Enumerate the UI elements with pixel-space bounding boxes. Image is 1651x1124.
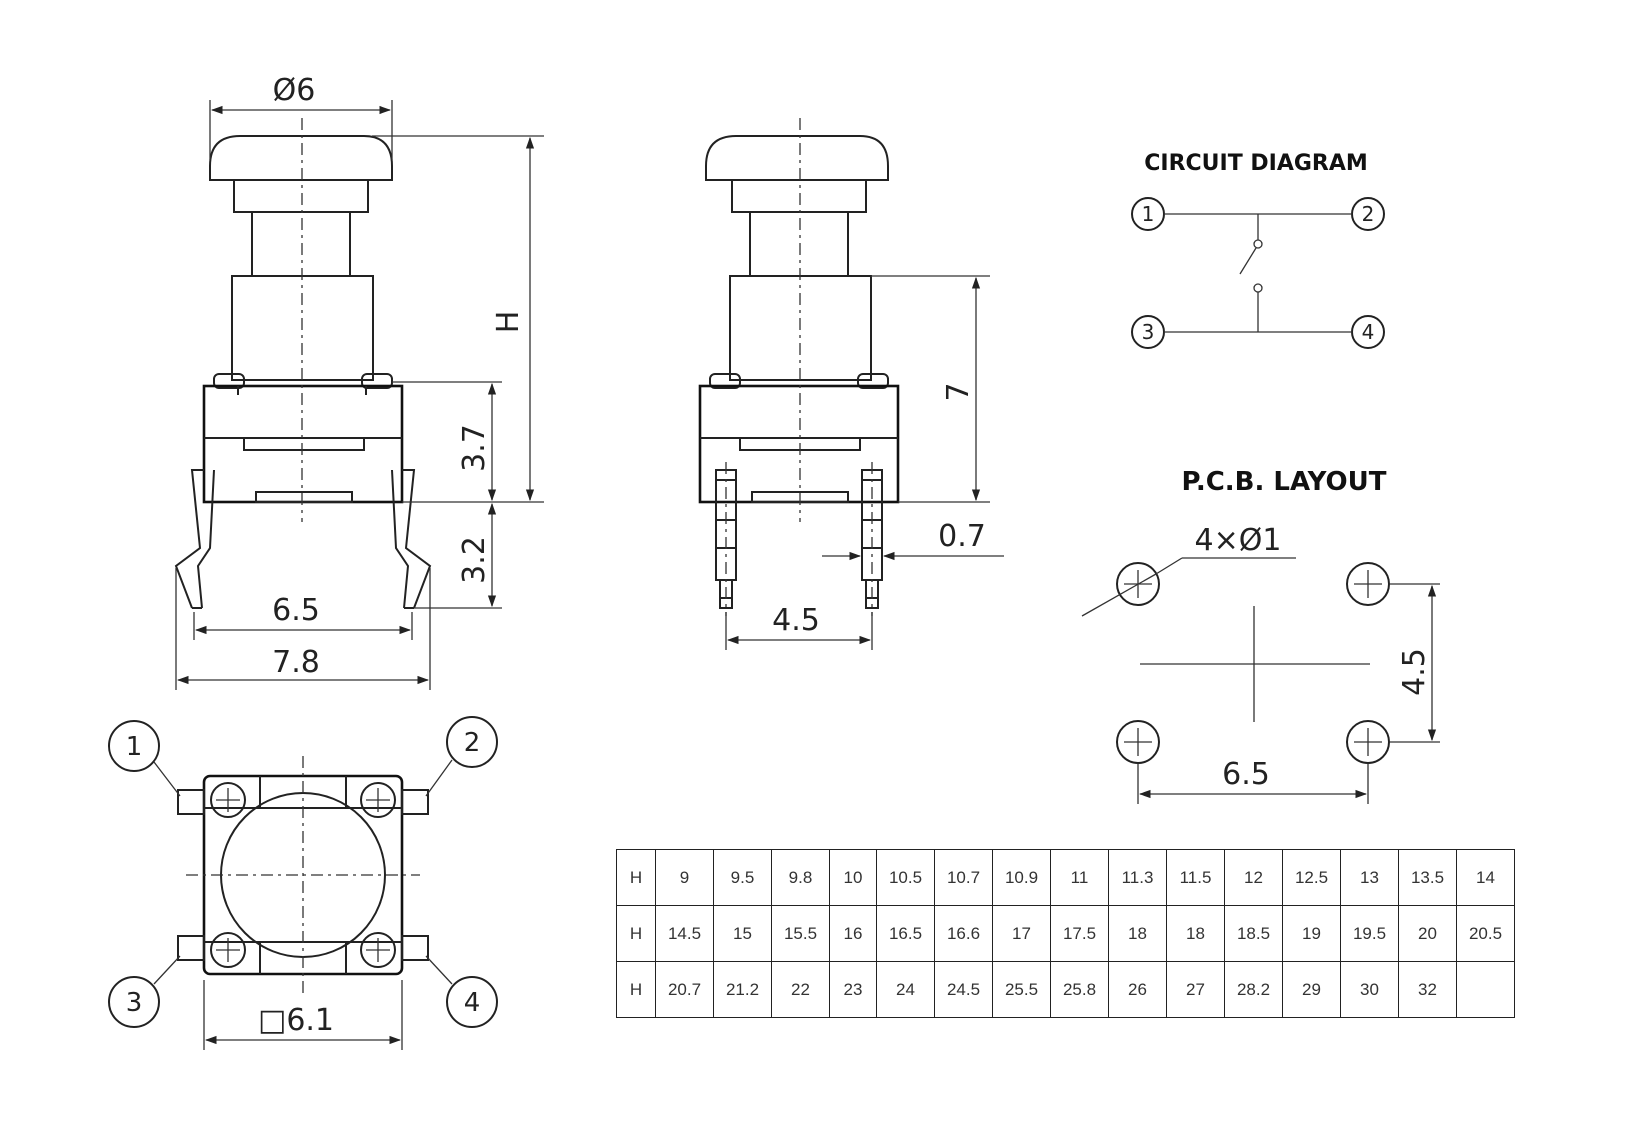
table-cell: 17.5 [1050, 905, 1109, 962]
table-cell: 28.2 [1224, 961, 1283, 1018]
table-cell: 20 [1398, 905, 1457, 962]
table-cell: 14.5 [655, 905, 714, 962]
table-cell: 12.5 [1282, 849, 1341, 906]
side-pin-pitch-label: 4.5 [772, 603, 820, 638]
circuit-pin-3: 3 [1142, 320, 1155, 344]
table-cell: 32 [1398, 961, 1457, 1018]
table-cell: 15.5 [771, 905, 830, 962]
table-row-header: H [616, 849, 656, 906]
table-cell: 16.5 [876, 905, 935, 962]
circuit-pin-2: 2 [1362, 202, 1375, 226]
table-cell: 21.2 [713, 961, 772, 1018]
height-table: H 9 9.5 9.8 10 10.5 10.7 10.9 11 11.3 11… [616, 849, 1515, 1018]
table-cell: 10.9 [992, 849, 1051, 906]
table-cell: 24 [876, 961, 935, 1018]
table-row: H 14.5 15 15.5 16 16.5 16.6 17 17.5 18 1… [616, 905, 1515, 962]
table-cell: 23 [829, 961, 877, 1018]
table-cell: 27 [1166, 961, 1225, 1018]
square-size-label: □6.1 [258, 1003, 334, 1038]
pin-pitch-label: 6.5 [272, 593, 320, 628]
table-cell: 10 [829, 849, 877, 906]
table-row: H 9 9.5 9.8 10 10.5 10.7 10.9 11 11.3 11… [616, 849, 1515, 906]
table-cell: 18.5 [1224, 905, 1283, 962]
pcb-layout-title: P.C.B. LAYOUT [1182, 467, 1387, 497]
body-height-label: 3.7 [457, 424, 492, 472]
table-cell: 16.6 [934, 905, 993, 962]
table-cell: 18 [1166, 905, 1225, 962]
table-cell: 14 [1456, 849, 1515, 906]
table-cell: 24.5 [934, 961, 993, 1018]
table-cell: 16 [829, 905, 877, 962]
bottom-pin-2: 2 [464, 728, 481, 758]
table-cell: 13.5 [1398, 849, 1457, 906]
bottom-pin-1: 1 [126, 732, 143, 762]
overall-width-label: 7.8 [272, 645, 320, 680]
height-label: H [491, 311, 526, 334]
table-cell: 19 [1282, 905, 1341, 962]
pin-thickness-label: 0.7 [938, 519, 986, 554]
table-row-header: H [616, 961, 656, 1018]
table-cell: 10.7 [934, 849, 993, 906]
circuit-diagram: CIRCUIT DIAGRAM 1 2 3 4 [1131, 151, 1385, 349]
table-cell: 22 [771, 961, 830, 1018]
table-cell: 20.5 [1456, 905, 1515, 962]
side-height-label: 7 [941, 382, 976, 401]
table-cell: 26 [1108, 961, 1167, 1018]
table-cell: 29 [1282, 961, 1341, 1018]
table-cell: 11.5 [1166, 849, 1225, 906]
table-cell: 9 [655, 849, 714, 906]
pcb-vertical-pitch-label: 4.5 [1397, 648, 1432, 696]
bottom-pin-4: 4 [464, 988, 481, 1018]
table-cell: 9.5 [713, 849, 772, 906]
table-cell: 15 [713, 905, 772, 962]
table-cell: 13 [1340, 849, 1399, 906]
table-cell: 19.5 [1340, 905, 1399, 962]
hole-spec-label: 4×Ø1 [1195, 523, 1282, 558]
table-cell: 12 [1224, 849, 1283, 906]
table-row: H 20.7 21.2 22 23 24 24.5 25.5 25.8 26 2… [616, 961, 1515, 1018]
circuit-pin-4: 4 [1362, 320, 1375, 344]
pcb-horizontal-pitch-label: 6.5 [1222, 757, 1270, 792]
circuit-pin-1: 1 [1142, 202, 1155, 226]
front-view: Ø6 H 3.7 3.2 6.5 7.8 [174, 73, 544, 690]
circuit-diagram-title: CIRCUIT DIAGRAM [1144, 151, 1368, 176]
pin-length-label: 3.2 [457, 536, 492, 584]
table-cell: 30 [1340, 961, 1399, 1018]
table-cell: 18 [1108, 905, 1167, 962]
table-cell: 20.7 [655, 961, 714, 1018]
bottom-pin-3: 3 [126, 988, 143, 1018]
side-view: 7 0.7 4.5 [698, 118, 1004, 650]
table-cell: 10.5 [876, 849, 935, 906]
table-cell: 25.8 [1050, 961, 1109, 1018]
pcb-layout: P.C.B. LAYOUT 4×Ø1 4.5 6.5 [1081, 467, 1440, 804]
cap-diameter-label: Ø6 [273, 73, 316, 108]
table-cell: 25.5 [992, 961, 1051, 1018]
bottom-view: 1 2 3 4 □6.1 [108, 716, 498, 1050]
table-cell: 11.3 [1108, 849, 1167, 906]
table-row-header: H [616, 905, 656, 962]
table-cell [1456, 961, 1515, 1018]
table-cell: 11 [1050, 849, 1109, 906]
table-cell: 17 [992, 905, 1051, 962]
table-cell: 9.8 [771, 849, 830, 906]
